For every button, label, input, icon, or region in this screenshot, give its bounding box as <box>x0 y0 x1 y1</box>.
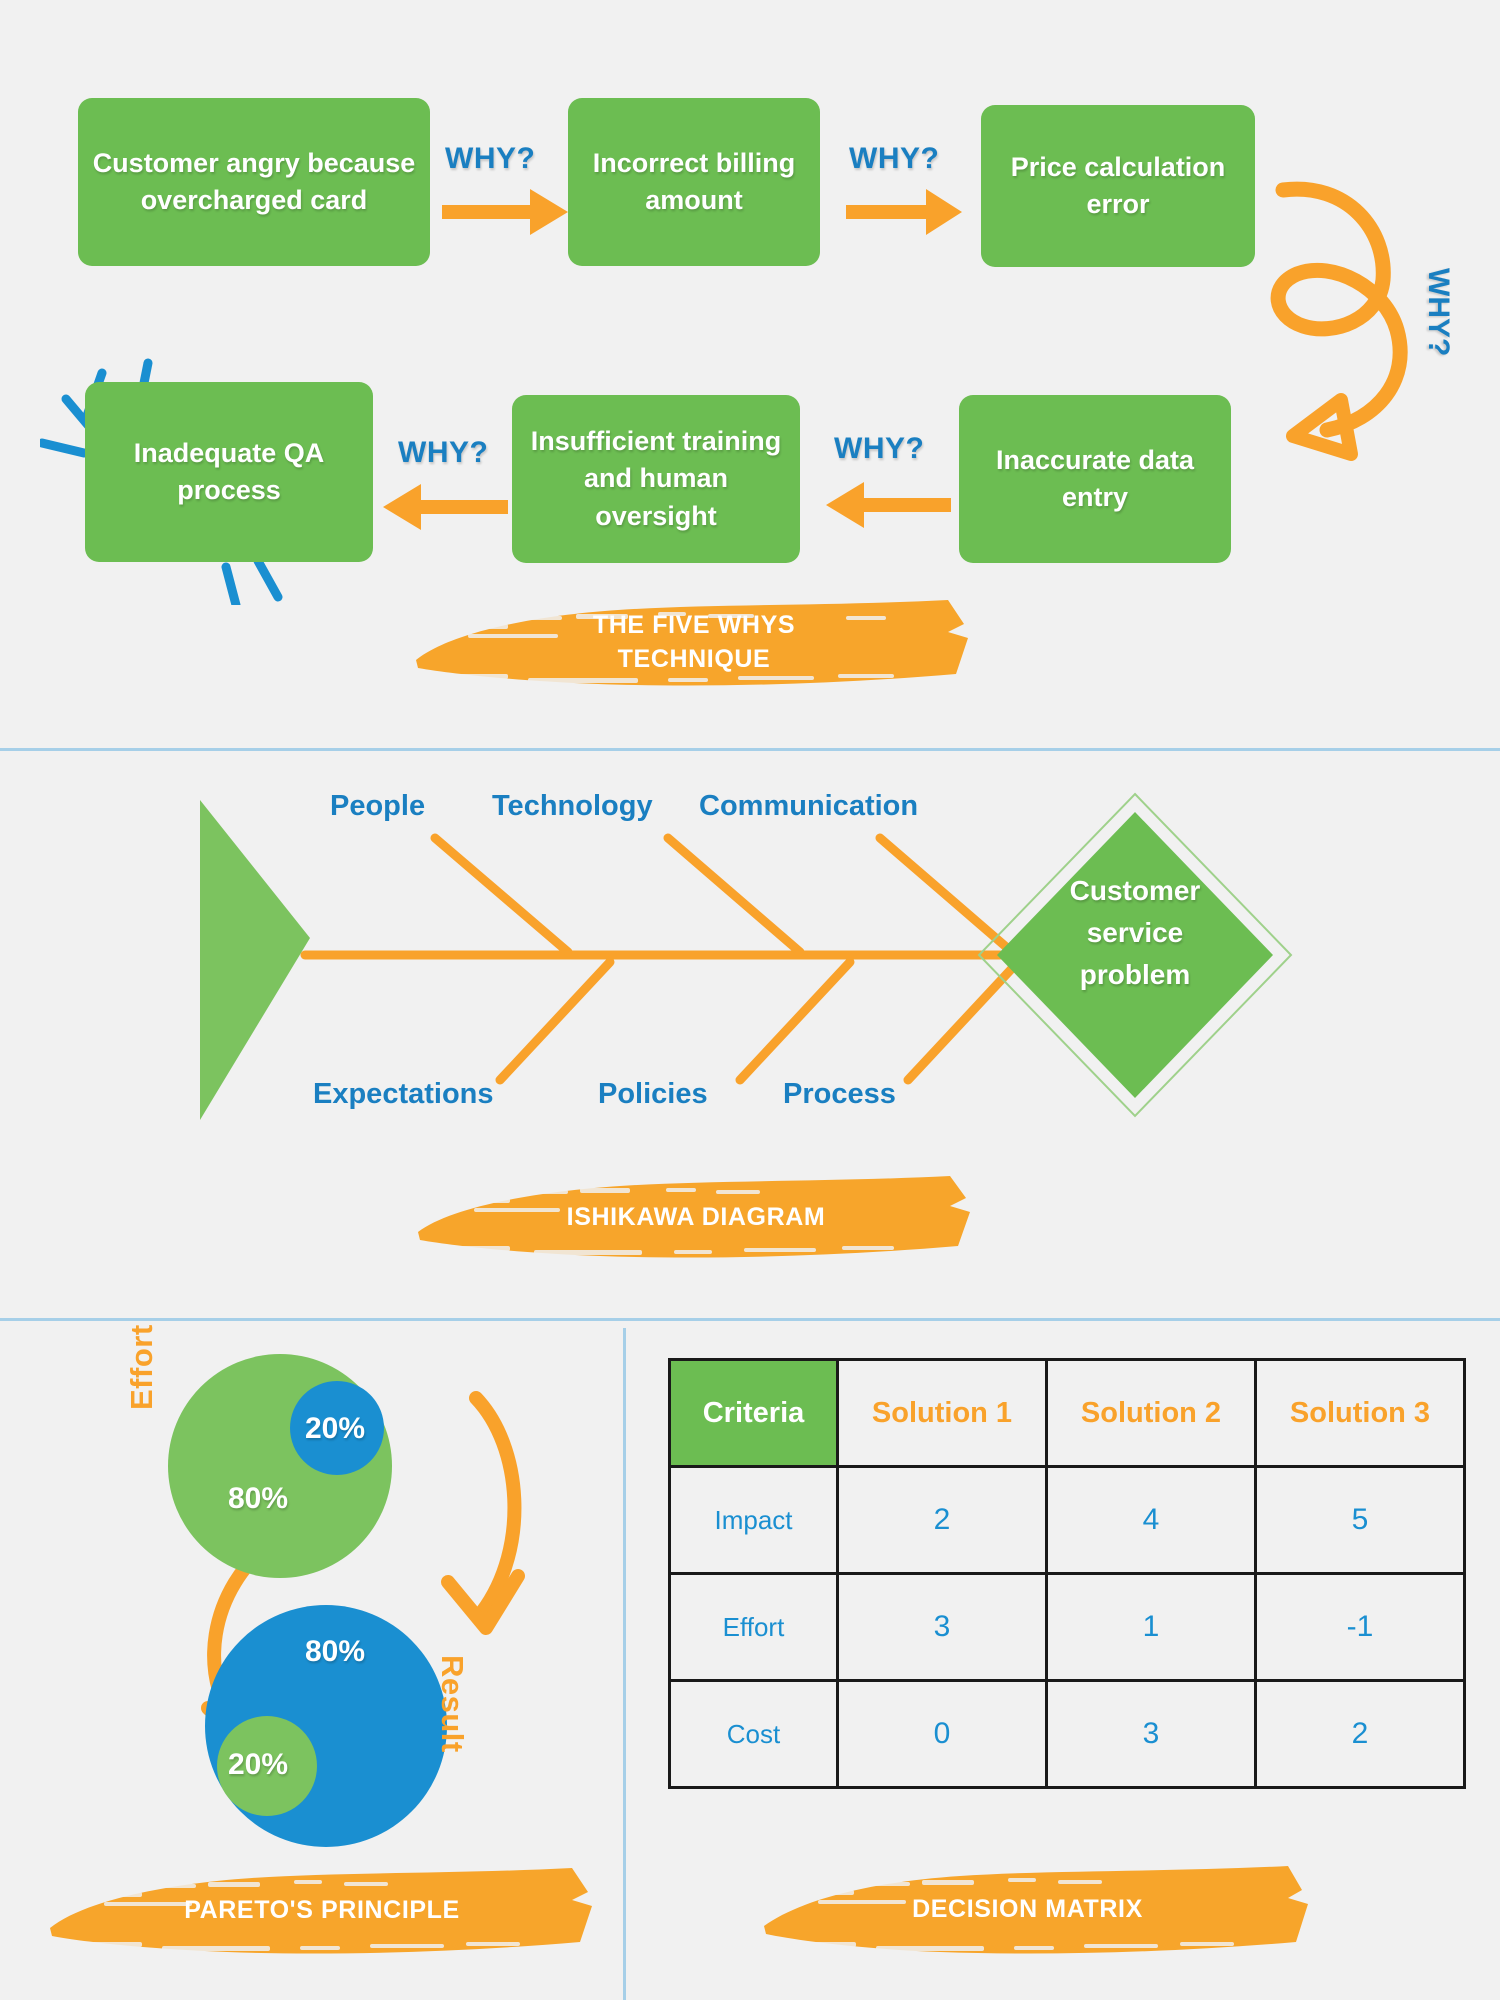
why-connector-4-label: WHY? <box>834 432 925 465</box>
arrow-left-4 <box>826 482 951 528</box>
cell-cost-solution-3: 2 <box>1254 1679 1466 1789</box>
section-divider-vertical <box>623 1328 626 2000</box>
ishikawa-cause-people: People <box>330 790 426 822</box>
why-step-3-label: Price calculation error <box>1010 151 1226 219</box>
five-whys-banner-text: THE FIVE WHYS TECHNIQUE <box>408 588 980 698</box>
head-line-3: problem <box>1079 959 1191 990</box>
table-header-row: Criteria Solution 1 Solution 2 Solution … <box>668 1358 1466 1468</box>
row-label-cost: Cost <box>668 1679 839 1789</box>
arrow-loop-down <box>1270 181 1408 461</box>
why-step-3-box: Price calculation error <box>981 105 1255 267</box>
why-step-4-box: Inaccurate data entry <box>959 395 1231 563</box>
why-step-5-label: Insufficient training and human oversigh… <box>530 426 782 531</box>
brush-stroke-icon <box>50 1868 592 1954</box>
ishikawa-head-label: Customer service problem <box>975 870 1295 996</box>
pareto-effort-major-label: 80% <box>228 1482 289 1515</box>
pareto-result-minor-circle <box>217 1716 317 1816</box>
pareto-effort-side-label: Effort <box>124 1324 159 1410</box>
pareto-result-minor-label: 20% <box>228 1748 289 1781</box>
banner-line-1: THE FIVE WHYS <box>592 611 796 640</box>
decision-matrix-banner: DECISION MATRIX <box>740 1852 1315 1967</box>
ishikawa-head-diamond <box>977 792 1293 1118</box>
row-label-impact: Impact <box>668 1465 839 1575</box>
ishikawa-banner-text: ISHIKAWA DIAGRAM <box>410 1168 982 1268</box>
brush-stroke-icon <box>764 1866 1308 1954</box>
pareto-effort-minor-label: 20% <box>305 1412 366 1445</box>
decision-matrix-banner-text: DECISION MATRIX <box>740 1852 1315 1967</box>
decision-matrix-table: Criteria Solution 1 Solution 2 Solution … <box>668 1358 1466 1789</box>
arrow-right-1 <box>442 189 568 235</box>
why-connector-1-label: WHY? <box>445 142 536 175</box>
row-label-effort: Effort <box>668 1572 839 1682</box>
brush-stroke-icon <box>418 1176 970 1258</box>
header-cell-solution-3: Solution 3 <box>1254 1358 1466 1468</box>
pareto-result-major-label: 80% <box>305 1635 366 1668</box>
header-cell-criteria: Criteria <box>668 1358 839 1468</box>
five-whys-banner: THE FIVE WHYS TECHNIQUE <box>408 588 980 698</box>
banner-line-1: PARETO'S PRINCIPLE <box>184 1896 460 1925</box>
why-step-2-box: Incorrect billing amount <box>568 98 820 266</box>
header-cell-solution-1: Solution 1 <box>836 1358 1048 1468</box>
head-line-2: service <box>1086 917 1184 948</box>
ishikawa-cause-policies: Policies <box>598 1078 708 1110</box>
cell-cost-solution-2: 3 <box>1045 1679 1257 1789</box>
why-connector-2-label: WHY? <box>849 142 940 175</box>
ishikawa-cause-technology: Technology <box>492 790 653 822</box>
section-divider-1 <box>0 748 1500 751</box>
why-step-1-label: Customer angry because overcharged card <box>92 147 416 215</box>
why-connector-3-label: WHY? <box>1422 268 1455 357</box>
section-divider-2 <box>0 1318 1500 1321</box>
why-step-2-label: Incorrect billing amount <box>592 147 796 215</box>
cell-cost-solution-1: 0 <box>836 1679 1048 1789</box>
pareto-banner-text: PARETO'S PRINCIPLE <box>42 1856 602 1966</box>
ishikawa-cause-expectations: Expectations <box>313 1078 494 1110</box>
why-step-6-box: Inadequate QA process <box>85 382 373 562</box>
banner-line-1: ISHIKAWA DIAGRAM <box>566 1203 826 1232</box>
head-line-1: Customer <box>1069 875 1201 906</box>
table-row: Cost 0 3 2 <box>668 1679 1466 1789</box>
ishikawa-banner: ISHIKAWA DIAGRAM <box>410 1168 982 1268</box>
why-step-4-label: Inaccurate data entry <box>995 444 1195 512</box>
cell-effort-solution-3: -1 <box>1254 1572 1466 1682</box>
fishbone-skeleton <box>200 800 1023 1120</box>
cell-impact-solution-1: 2 <box>836 1465 1048 1575</box>
cell-effort-solution-1: 3 <box>836 1572 1048 1682</box>
header-cell-solution-2: Solution 2 <box>1045 1358 1257 1468</box>
arrow-left-5 <box>383 484 508 530</box>
cell-impact-solution-2: 4 <box>1045 1465 1257 1575</box>
why-step-5-box: Insufficient training and human oversigh… <box>512 395 800 563</box>
why-connector-5-label: WHY? <box>398 436 489 469</box>
arrow-right-2 <box>846 189 962 235</box>
brush-stroke-icon <box>416 600 968 686</box>
table-row: Effort 3 1 -1 <box>668 1572 1466 1682</box>
cell-effort-solution-2: 1 <box>1045 1572 1257 1682</box>
table-row: Impact 2 4 5 <box>668 1465 1466 1575</box>
pareto-result-side-label: Result <box>435 1655 470 1753</box>
ishikawa-cause-communication: Communication <box>699 790 919 822</box>
cell-impact-solution-3: 5 <box>1254 1465 1466 1575</box>
banner-line-1: DECISION MATRIX <box>912 1894 1143 1923</box>
ishikawa-cause-process: Process <box>783 1078 896 1110</box>
why-step-6-label: Inadequate QA process <box>133 437 325 505</box>
pareto-effort-minor-circle <box>290 1381 384 1475</box>
why-step-1-box: Customer angry because overcharged card <box>78 98 430 266</box>
pareto-banner: PARETO'S PRINCIPLE <box>42 1856 602 1966</box>
banner-line-2: TECHNIQUE <box>617 645 771 673</box>
